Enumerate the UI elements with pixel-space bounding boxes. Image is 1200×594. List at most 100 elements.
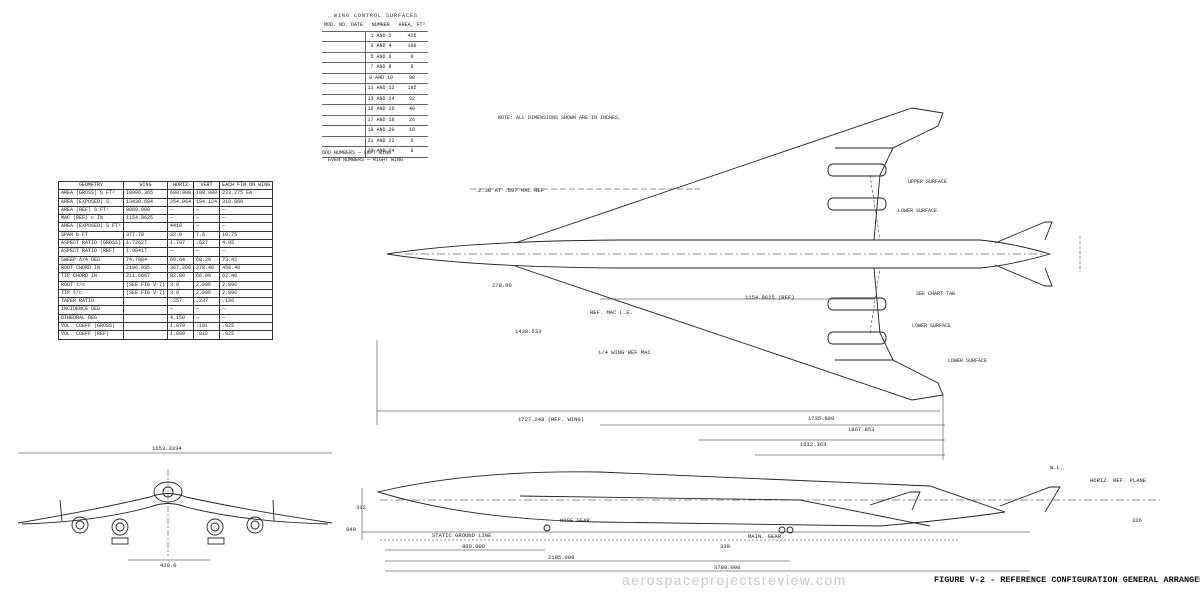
table-cell: 18 [396,125,428,137]
table-cell: 426 [396,31,428,42]
table-cell: 13 AND 14 [365,94,397,105]
table-cell: 1.090 [167,330,195,340]
table-cell: 40 [396,104,428,116]
nose-gear-label: NOSE GEAR [560,517,590,524]
dim-1438-label: 1438.533 [515,328,541,335]
table-cell: 100 [396,41,428,53]
quarter-chord-label: 1/4 WING REF MAC [598,349,652,356]
table-cell: 13430.684 [123,197,169,207]
dim-2195-label: 2195.000 [548,554,574,561]
table-cell: INCIDENCE DEG [57,305,125,315]
column-header: WING [123,180,169,191]
mac-length-label: 1154.8625 (REF) [745,294,795,301]
table-cell: .257 [167,297,195,307]
table-cell: ASPECT RATIO (GROSS) [57,239,125,249]
table-cell [123,313,169,324]
lower-surface-label-2: LOWER SURFACE [948,358,987,364]
table-header-row: GEOMETRY WING HORIZ VERT EACH FIN ON WIN… [57,180,274,191]
table-cell: 109.000 [193,189,221,199]
table-cell: — [167,247,195,257]
table-cell: — [219,305,274,315]
column-header: EACH FIN ON WING [219,180,274,191]
legend-even: EVEN NUMBERS — RIGHT WING [328,157,404,163]
table-cell: 19 AND 20 [365,125,397,137]
dim-312-label: 312 [356,504,366,511]
table-cell: 82.80 [167,272,195,282]
table-cell: 23 AND 24 [365,146,397,158]
table-cell [123,222,169,232]
table-cell: — [193,247,221,257]
column-header: NUMBER [365,21,397,32]
table-cell: .025 [219,322,274,332]
horiz-plane-label: HORIZ. REF. PLANE [1090,477,1147,484]
table-cell [123,305,169,315]
dim-3780-label: 3780.000 [714,564,740,571]
table-cell: AREA (EXPOSED) S FT² [57,222,125,232]
column-header: GEOMETRY [57,180,125,191]
table-cell: .527 [193,239,221,249]
table-cell: 7.6 [193,230,221,241]
figure-caption: FIGURE V-2 - REFERENCE CONFIGURATION GEN… [934,575,1200,585]
table-cell: 10996.365 [123,189,169,199]
front-view [17,452,333,561]
column-header: HORIZ [167,180,195,191]
table-cell: AREA (REF) S FT² [57,205,125,216]
table-cell: 10.75 [219,230,274,241]
table-cell: DIHEDRAL DEG [57,313,125,324]
table-row: ASPECT RATIO (REF)1.90417——— [57,247,274,257]
table-cell: — [219,313,274,324]
table-cell: 1.72627 [123,239,169,249]
table-cell: .136 [219,297,274,307]
table-cell: — [219,247,274,257]
table-cell: ASPECT RATIO (REF) [57,247,125,257]
geometry-table: GEOMETRY WING HORIZ VERT EACH FIN ON WIN… [57,180,274,340]
table-cell: 2.996 [219,280,274,290]
dim-278-label: 278.00 [492,282,512,289]
table-cell: 68.20 [193,255,221,265]
table-cell: VOL. COEFF (GROSS) [57,322,125,332]
table-row: INCIDENCE DEG——— [57,305,274,315]
watermark: aerospaceprojectsreview.com [622,572,847,588]
table-cell: 211.6667 [123,272,169,282]
table-cell: 2.996 [219,288,274,299]
table-cell [322,41,366,53]
control-surfaces-title: WING CONTROL SURFACES [334,13,419,19]
table-cell [322,104,366,116]
table-cell: 9969.000 [123,205,169,216]
column-header: MOD. NO. DATE [322,21,366,32]
table-cell: — [193,305,221,315]
lower-surface-label: LOWER SURFACE [912,323,951,329]
table-cell: .237 [193,297,221,307]
table-cell: — [167,305,195,315]
dim-330-label: 330 [720,543,730,550]
table-cell: 62.40 [219,272,274,282]
mac-ref-label: 2.38 AT .597 MAC REF [478,187,544,194]
ref-mac-le-label: REF. MAC L.E. [590,309,633,316]
table-row: TAPER RATIO .257.237.136 [57,297,274,307]
table-header-row: MOD. NO. DATE NUMBER AREA, FT² [322,21,428,32]
table-cell: 458.40 [219,263,274,274]
table-cell: 3.0 [167,280,195,290]
table-cell: — [167,214,195,224]
table-cell: TIP CHORD IN [57,272,125,282]
table-cell [322,31,366,42]
table-cell: 60.64 [167,255,195,265]
table-cell: (SEE FIG V-7) [123,280,169,290]
table-cell: TAPER RATIO [57,297,125,307]
table-cell [322,62,366,74]
table-cell: .101 [193,322,221,332]
